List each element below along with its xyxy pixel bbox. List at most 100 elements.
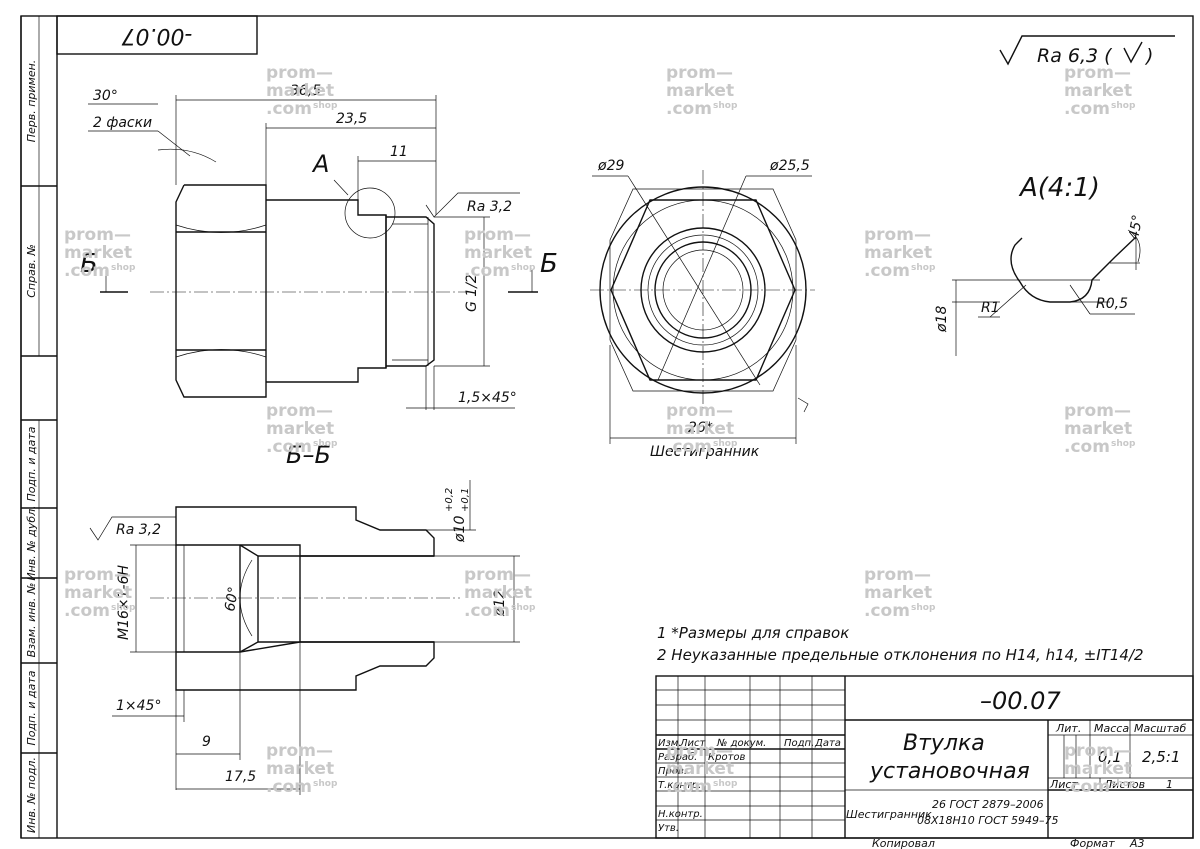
hex-across-flats: 26* [688, 420, 713, 436]
watermark-text: prom— [1064, 401, 1131, 421]
tb-format-label: Формат [1070, 837, 1115, 849]
title-block [655, 675, 1194, 839]
section-mark-left: Б [80, 249, 98, 279]
tb-material-line1: 26 ГОСТ 2879–2006 [932, 798, 1044, 811]
tb-h-massa: Масса [1094, 722, 1129, 735]
watermark-text: market [1064, 759, 1132, 779]
watermark-text: prom— [266, 63, 333, 83]
section-thread: M16×1-6H [116, 565, 132, 640]
tb-col-izm: Изм. [658, 738, 682, 749]
tb-name-line2: установочная [869, 759, 1030, 784]
watermark-shop: shop [713, 779, 738, 789]
hex-view: ø29 ø25,5 26* Шестигранник [590, 158, 815, 460]
tb-razrab-name: Кротов [708, 752, 746, 763]
tb-listov: 1 [1166, 778, 1173, 791]
watermark-text: prom— [1064, 63, 1131, 83]
section-angle: 60° [222, 585, 242, 612]
detail-view: A(4:1) 45° ø18 R1 R0,5 [934, 173, 1146, 356]
tb-designation: –00.07 [980, 687, 1061, 715]
watermark-text: market [864, 243, 932, 263]
watermark-text: prom— [266, 401, 333, 421]
section-dim-9: 9 [202, 734, 211, 750]
hex-outer-diameter: ø29 [597, 158, 624, 174]
watermark-text: market [266, 81, 334, 101]
general-roughness-text: Ra 6,3 ( [1037, 45, 1113, 67]
side-label-inv-podl: Инв. № подл. [25, 757, 38, 833]
watermark-text: market [64, 583, 132, 603]
watermark-shop: shop [313, 439, 338, 449]
hex-caption: Шестигранник [650, 444, 760, 460]
watermark-shop: shop [511, 603, 536, 613]
watermark-text: .com [464, 261, 510, 281]
section-mark-right: Б [540, 249, 558, 279]
watermark-text: .com [64, 261, 110, 281]
hex-inner-diameter: ø25,5 [769, 158, 810, 174]
watermark-text: .com [864, 261, 910, 281]
front-view: A 36,5 23,5 11 30° 2 фаски Ra 3,2 G 1/2 [80, 83, 558, 410]
watermark-text: prom— [64, 565, 131, 585]
detail-angle: 45° [1126, 213, 1146, 240]
tb-row-utv: Утв. [658, 823, 679, 834]
dim-23-5: 23,5 [336, 111, 367, 127]
watermark-text: .com [266, 777, 312, 797]
watermark-text: market [464, 583, 532, 603]
watermark-text: .com [666, 437, 712, 457]
tb-col-podp: Подп. [784, 738, 814, 749]
note-2: 2 Неуказанные предельные отклонения по H… [657, 646, 1144, 664]
tb-material-name: Шестигранник [846, 808, 932, 821]
tb-h-masshtab: Масштаб [1134, 722, 1186, 735]
chamfers-label: 2 фаски [93, 115, 152, 131]
side-label-podp-data-1: Подп. и дата [25, 426, 38, 501]
watermark-shop: shop [1111, 779, 1136, 789]
front-roughness: Ra 3,2 [467, 199, 512, 215]
watermark-text: market [666, 419, 734, 439]
watermark-text: prom— [666, 63, 733, 83]
tb-massa: 0,1 [1098, 748, 1122, 766]
section-chamfer: 1×45° [116, 698, 161, 714]
tb-row-nkontr: Н.контр. [658, 809, 703, 820]
detail-title: A(4:1) [1018, 173, 1100, 203]
dim-36-5: 36,5 [290, 83, 321, 99]
watermark-text: .com [64, 601, 110, 621]
section-view: Б–Б 60° Ra 3,2 M16×1-6H ø10 +0,2 +0,1 [89, 441, 520, 795]
detail-r2: R0,5 [1096, 296, 1128, 312]
watermark-text: prom— [464, 565, 531, 585]
watermark-text: .com [864, 601, 910, 621]
watermark-text: prom— [864, 565, 931, 585]
tb-name-line1: Втулка [903, 731, 985, 756]
tb-col-doc: № докум. [716, 738, 766, 749]
detail-marker-a: A [311, 150, 329, 178]
section-dim-17-5: 17,5 [225, 769, 256, 785]
watermark-text: market [266, 419, 334, 439]
tb-material-line2: 08Х18Н10 ГОСТ 5949–75 [917, 814, 1058, 827]
detail-diameter: ø18 [934, 306, 950, 333]
watermark-text: market [1064, 419, 1132, 439]
watermark-text: .com [464, 601, 510, 621]
watermark-text: .com [1064, 777, 1110, 797]
side-label-inv-dubl: Инв. № дубл. [25, 505, 38, 580]
watermark-shop: shop [111, 263, 136, 273]
sheet-frame [20, 15, 1194, 839]
tb-row-prov: Пров. [658, 766, 687, 777]
watermark-text: .com [1064, 437, 1110, 457]
tb-h-lit: Лит. [1055, 722, 1081, 735]
section-d10-lower: +0,1 [460, 488, 471, 512]
section-d10: ø10 [452, 516, 468, 543]
watermark-text: .com [666, 99, 712, 119]
top-left-stamp: -00.07 [122, 23, 193, 48]
watermark-shop: shop [911, 263, 936, 273]
side-label-perv-primen: Перв. примен. [25, 60, 38, 143]
watermark-text: market [666, 81, 734, 101]
watermark-text: prom— [266, 741, 333, 761]
